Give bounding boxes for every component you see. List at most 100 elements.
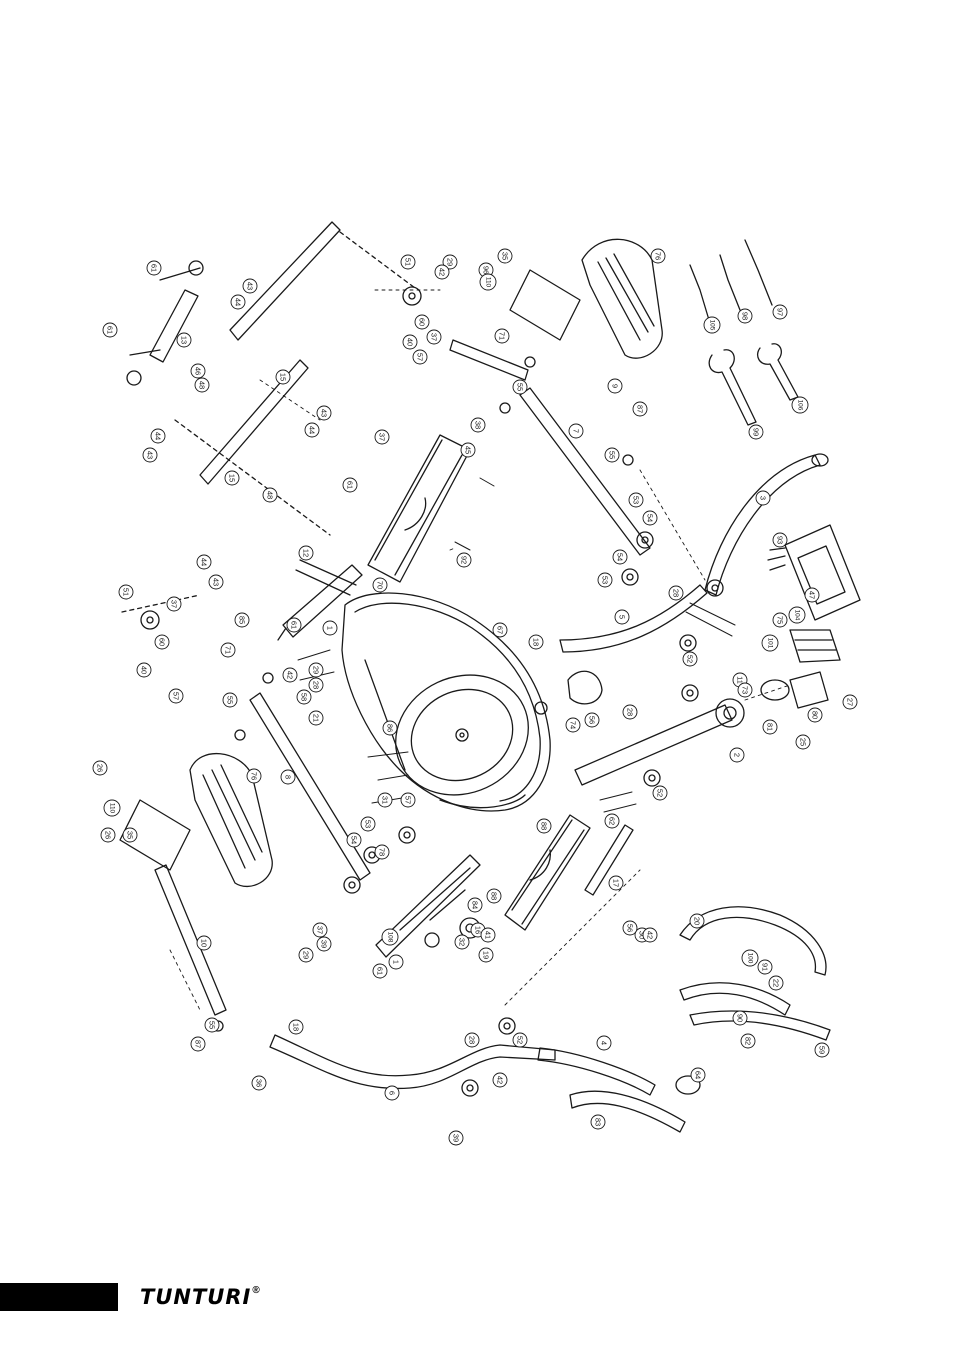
callout-9: 9 bbox=[607, 378, 623, 394]
callout-circle bbox=[584, 712, 600, 728]
callout-circle bbox=[381, 928, 399, 946]
callout-label: 84 bbox=[471, 901, 480, 909]
callout-label: 25 bbox=[799, 738, 808, 746]
handle-5 bbox=[559, 584, 708, 653]
stabilizer-tube-15b bbox=[199, 359, 309, 485]
callout-47: 47 bbox=[804, 587, 820, 603]
callout-circle bbox=[400, 792, 416, 808]
callout-75: 75 bbox=[772, 612, 788, 628]
callout-label: 22 bbox=[772, 979, 781, 987]
callout-circle bbox=[342, 477, 358, 493]
callout-circle bbox=[150, 428, 166, 444]
callout-label: 73 bbox=[741, 686, 750, 694]
callout-82: 82 bbox=[740, 1033, 756, 1049]
callout-20: 20 bbox=[689, 913, 705, 929]
callout-circle bbox=[668, 585, 684, 601]
callout-circle bbox=[622, 920, 638, 936]
callout-71-1: 71 bbox=[494, 328, 510, 344]
callout-46: 46 bbox=[190, 363, 206, 379]
callout-label: 29 bbox=[302, 951, 311, 959]
callout-label: 87 bbox=[636, 405, 645, 413]
callout-label: 39 bbox=[452, 1134, 461, 1142]
callout-label: 28 bbox=[468, 1036, 477, 1044]
callout-circle bbox=[222, 692, 238, 708]
callout-label: 61 bbox=[376, 967, 385, 975]
callout-label: 26 bbox=[96, 764, 105, 772]
callout-label: 37 bbox=[170, 600, 179, 608]
callout-circle bbox=[122, 827, 138, 843]
cover-74 bbox=[567, 670, 603, 705]
callout-62: 62 bbox=[604, 813, 620, 829]
callout-label: 57 bbox=[404, 796, 413, 804]
callout-37-3: 37 bbox=[166, 596, 182, 612]
callout-circle bbox=[748, 424, 764, 440]
callout-circle bbox=[597, 572, 613, 588]
callout-circle bbox=[740, 1033, 756, 1049]
callout-circle bbox=[308, 677, 324, 693]
callout-60-1: 60 bbox=[414, 314, 430, 330]
callout-circle bbox=[604, 447, 620, 463]
callout-51-1: 51 bbox=[400, 254, 416, 270]
callout-label: 1 bbox=[326, 626, 335, 630]
callout-circle bbox=[536, 818, 552, 834]
pedal-upper bbox=[367, 434, 471, 583]
callout-32: 32 bbox=[454, 934, 470, 950]
callout-circle bbox=[308, 710, 324, 726]
foot-plate-lower bbox=[119, 753, 273, 888]
callout-circle bbox=[689, 913, 705, 929]
callout-label: 41 bbox=[484, 931, 493, 939]
callout-label: 11 bbox=[736, 676, 745, 684]
upright-column-2 bbox=[574, 698, 745, 786]
callout-label: 52 bbox=[686, 655, 695, 663]
callout-circle bbox=[298, 947, 314, 963]
callout-label: 21 bbox=[312, 714, 321, 722]
callout-label: 83 bbox=[594, 1118, 603, 1126]
callout-8: 8 bbox=[280, 769, 296, 785]
callout-28-3: 28 bbox=[464, 1032, 480, 1048]
callout-22: 22 bbox=[768, 975, 784, 991]
callout-99: 99 bbox=[748, 424, 764, 440]
callout-53-1: 53 bbox=[360, 816, 376, 832]
callout-38: 38 bbox=[470, 417, 486, 433]
callout-label: 7 bbox=[572, 429, 581, 433]
stabilizer-tube-15a bbox=[229, 221, 341, 341]
callout-label: 28 bbox=[312, 681, 321, 689]
callout-label: 52 bbox=[516, 1036, 525, 1044]
callout-label: 42 bbox=[646, 931, 655, 939]
callout-circle bbox=[388, 954, 404, 970]
callout-7: 7 bbox=[568, 423, 584, 439]
callout-label: 42 bbox=[496, 1076, 505, 1084]
callout-circle bbox=[282, 667, 298, 683]
callout-76-2: 76 bbox=[246, 768, 262, 784]
callout-label: 40 bbox=[140, 666, 149, 674]
callout-label: 76 bbox=[250, 772, 259, 780]
callout-label: 55 bbox=[608, 451, 617, 459]
callout-13: 13 bbox=[176, 332, 192, 348]
callout-5: 5 bbox=[614, 609, 630, 625]
callout-circle bbox=[512, 1032, 528, 1048]
callout-circle bbox=[732, 1010, 748, 1026]
callout-label: 85 bbox=[238, 616, 247, 624]
callout-circle bbox=[757, 959, 773, 975]
callout-35-2: 35 bbox=[122, 827, 138, 843]
callout-label: 43 bbox=[146, 451, 155, 459]
callout-48-2: 48 bbox=[262, 487, 278, 503]
callout-54-3: 54 bbox=[612, 549, 628, 565]
callout-43-1: 43 bbox=[242, 278, 258, 294]
callout-circle bbox=[103, 799, 121, 817]
callout-circle bbox=[412, 349, 428, 365]
callout-43-2: 43 bbox=[316, 405, 332, 421]
flywheel-cover bbox=[341, 592, 551, 812]
callout-70: 70 bbox=[372, 577, 388, 593]
callout-label: 78 bbox=[378, 848, 387, 856]
callout-circle bbox=[308, 662, 324, 678]
dashed-leader-lines bbox=[169, 289, 791, 1011]
callout-label: 110 bbox=[109, 803, 116, 814]
callout-label: 67 bbox=[496, 626, 505, 634]
callout-71-2: 71 bbox=[220, 642, 236, 658]
callout-circle bbox=[478, 947, 494, 963]
callout-48-1: 48 bbox=[194, 377, 210, 393]
callout-6: 6 bbox=[384, 1085, 400, 1101]
callout-2: 2 bbox=[729, 747, 745, 763]
